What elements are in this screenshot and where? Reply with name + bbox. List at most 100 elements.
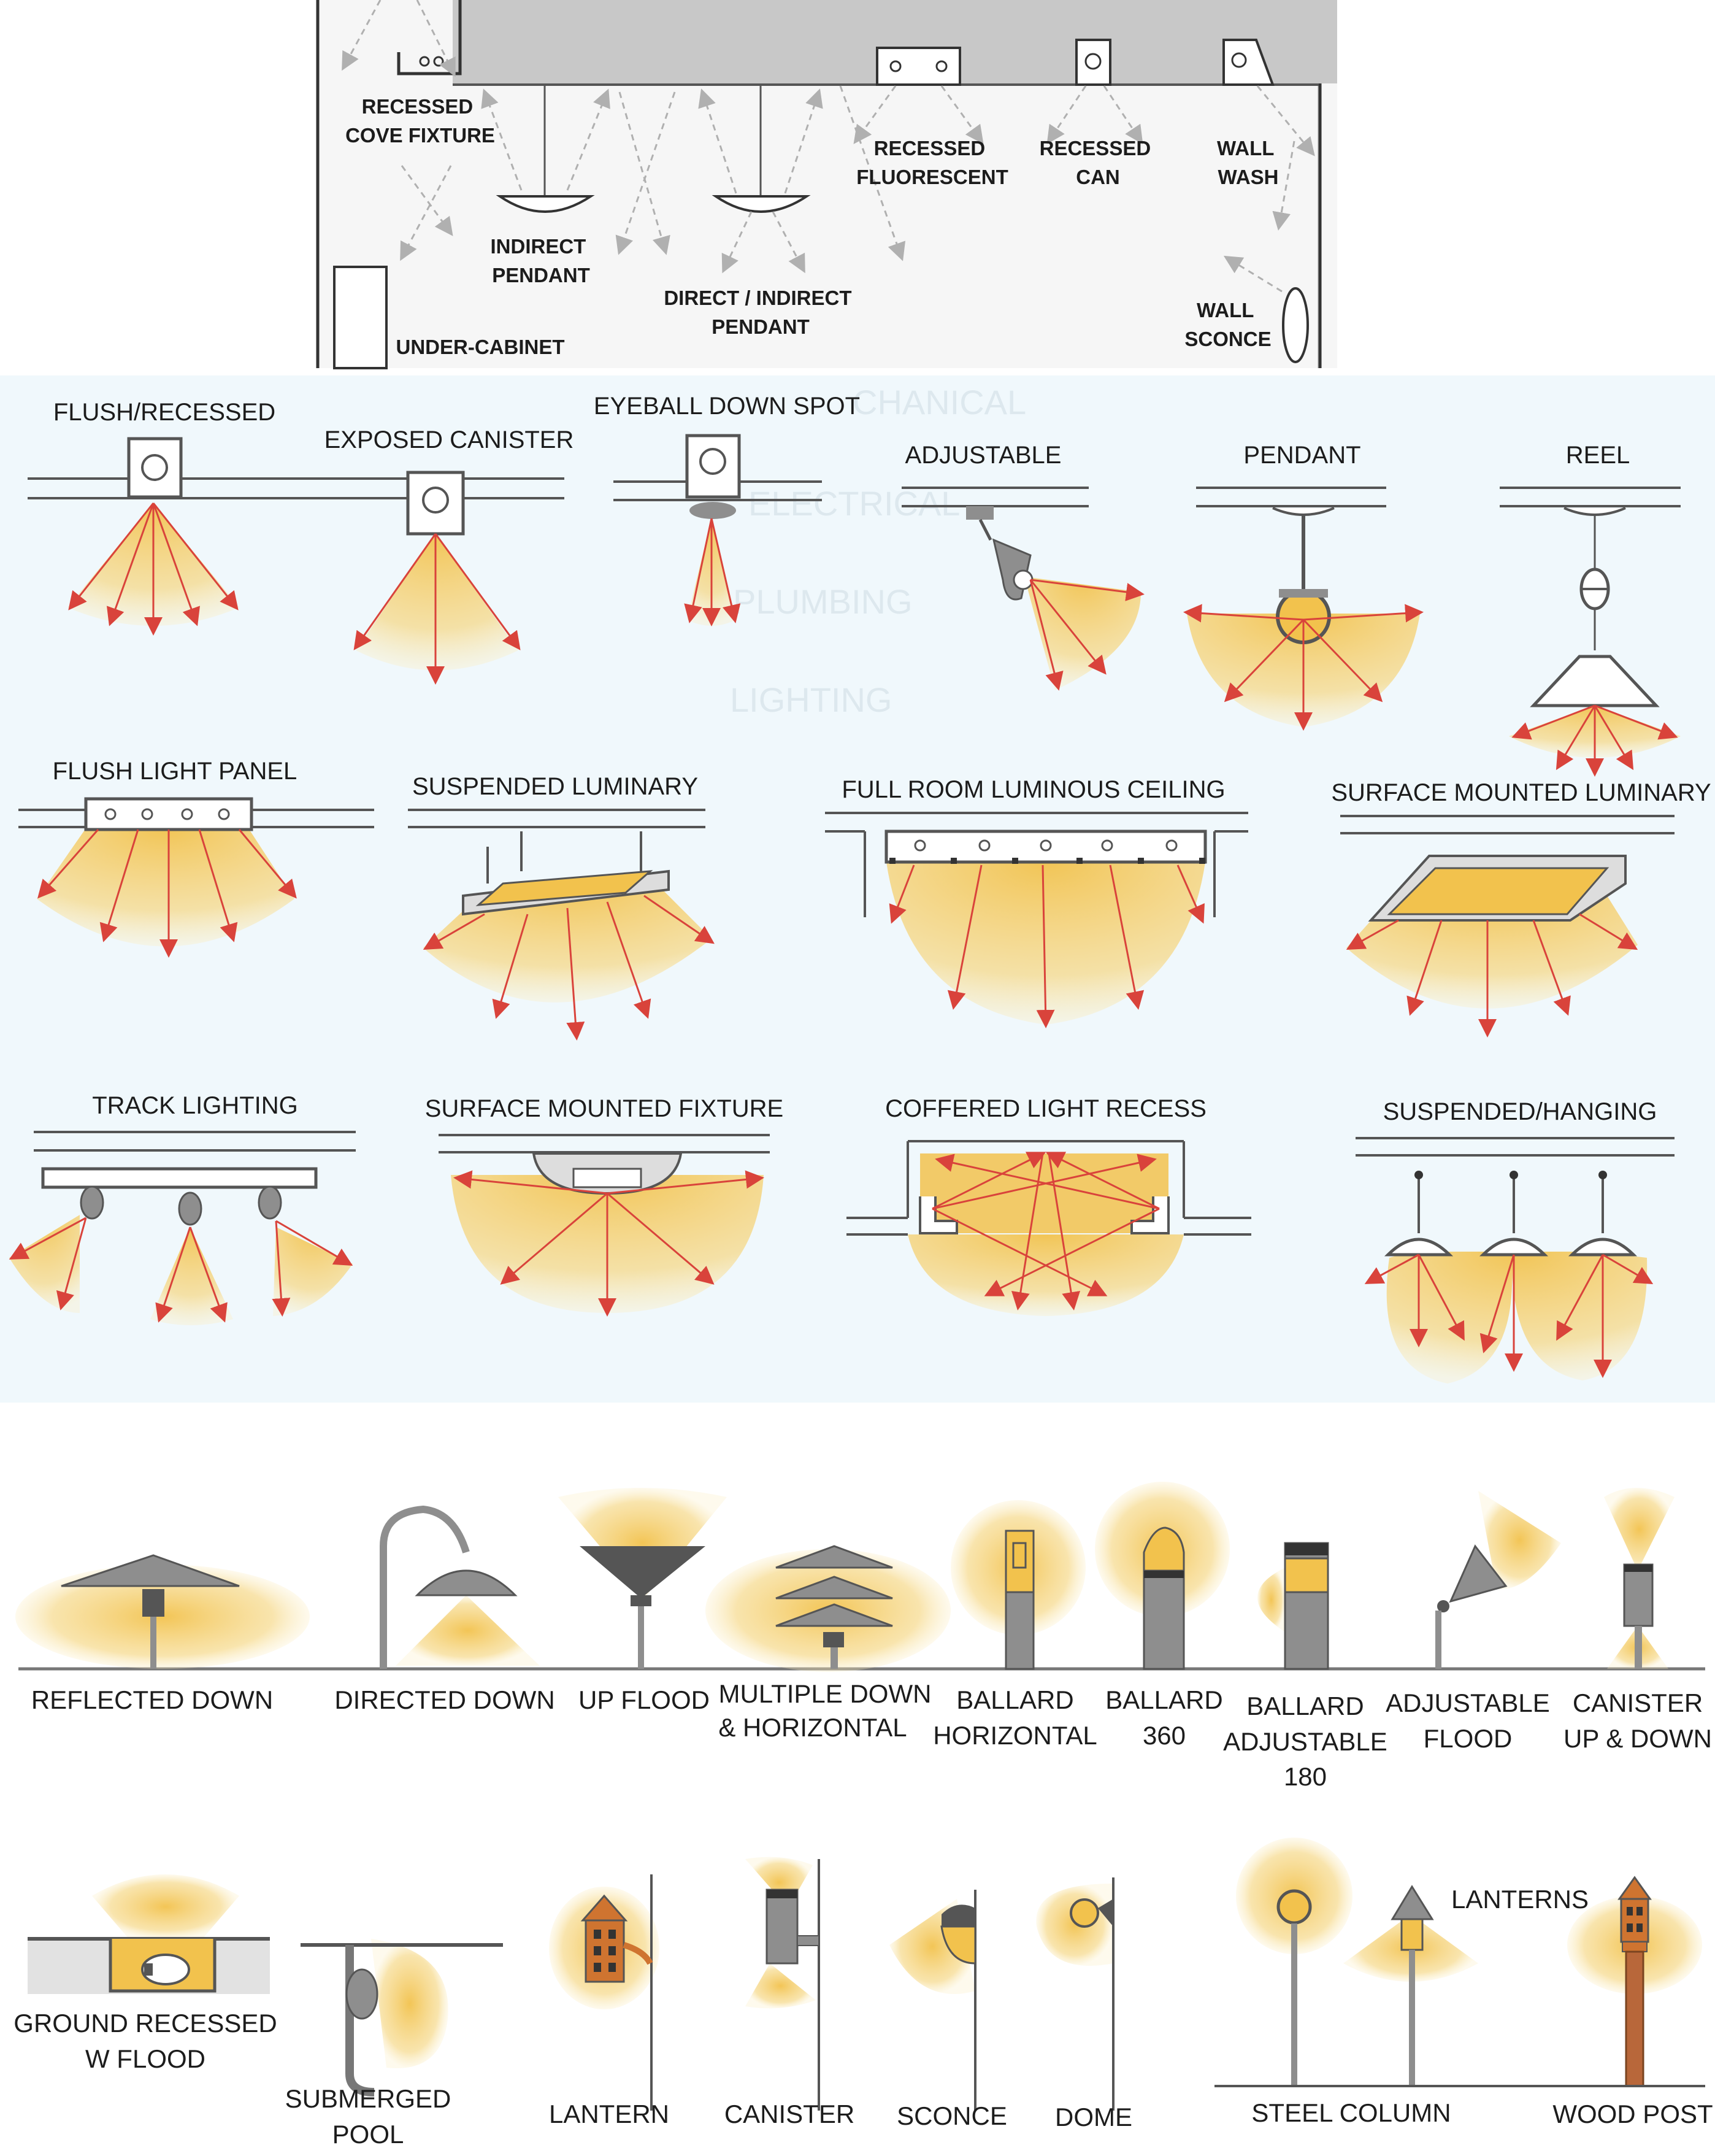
fixture-lantern-steel	[1343, 1885, 1478, 2086]
top-panel: RECESSED COVE FIXTURE INDIRECT PENDANT D…	[0, 0, 1715, 369]
track-mount	[966, 506, 994, 520]
label-track-lighting: TRACK LIGHTING	[92, 1092, 298, 1119]
label-flush-recessed: FLUSH/RECESSED	[53, 399, 275, 426]
cove-lamp-icon	[419, 56, 430, 67]
bulb-icon	[141, 1954, 190, 1985]
lantern-body	[585, 1919, 625, 1983]
label-coffered-light-recess: COFFERED LIGHT RECESS	[885, 1095, 1207, 1122]
wall-wash-fixture	[1222, 39, 1275, 86]
cove-fixture	[397, 0, 462, 75]
sconce-shade	[942, 1904, 975, 1927]
light-glow	[1257, 1568, 1285, 1632]
dome-shade	[415, 1569, 518, 1596]
label-suspended-hanging: SUSPENDED/HANGING	[1383, 1098, 1657, 1125]
lamp-icon	[1013, 569, 1034, 590]
coffer-lamp-left	[919, 1196, 958, 1234]
fixture-up-flood	[558, 1488, 727, 1669]
label-adjustable: ADJUSTABLE	[905, 442, 1062, 469]
pool-wall	[345, 1945, 375, 2096]
bottom-panel: REFLECTED DOWN DIRECTED DOWN UP FLOOD MU…	[0, 1405, 1715, 2156]
bulb-icon	[422, 487, 449, 514]
lamp-collar	[631, 1595, 651, 1606]
lamp-collar	[823, 1632, 844, 1647]
fixture-adjustable: ADJUSTABLE	[905, 442, 1145, 691]
row1-ceiling-lines	[28, 477, 1681, 507]
fixture-flush-recessed: FLUSH/RECESSED	[53, 399, 275, 636]
recessed-fluorescent-fixture	[876, 47, 961, 86]
fixture-suspended-hanging: SUSPENDED/HANGING	[1364, 1098, 1657, 1384]
direct-indirect-bowl	[712, 195, 811, 213]
fixture-reflected-down	[15, 1554, 310, 1669]
label-wood-post: WOOD POST	[1552, 2100, 1713, 2128]
fixture-multiple-down	[705, 1545, 951, 1672]
indirect-pendant-bowl	[496, 195, 595, 213]
fluorescent-tube-icon	[935, 60, 948, 72]
label-lantern: LANTERN	[549, 2100, 669, 2128]
luminous-ceiling-panel	[884, 830, 1207, 864]
up-flood-cone	[580, 1546, 705, 1598]
light-cone	[1024, 577, 1141, 690]
ballard-band	[1144, 1571, 1184, 1578]
light-cone	[356, 534, 518, 671]
globe-collar	[1279, 589, 1328, 598]
fixture-coffered-recess: COFFERED LIGHT RECESS	[885, 1095, 1207, 1316]
label-eyeball-down-spot: EYEBALL DOWN SPOT	[594, 393, 860, 420]
middle-panel: CHANICAL ELECTRICAL PLUMBING LIGHTING FL…	[0, 375, 1715, 1403]
canister-arm	[797, 1935, 819, 1946]
fixture-exposed-canister: EXPOSED CANISTER	[324, 426, 574, 685]
arched-post	[380, 1505, 470, 1669]
adjustable-arm	[978, 518, 992, 541]
bulb-icon	[699, 448, 726, 475]
label-sconce: SCONCE	[897, 2101, 1007, 2130]
reflector-hood	[61, 1554, 240, 1587]
ballard-top	[1285, 1543, 1328, 1555]
fixture-ballard-360	[1095, 1482, 1230, 1670]
label-wall-wash: WALL WASH	[1217, 137, 1280, 188]
light-glow	[558, 1488, 727, 1598]
fluorescent-tube-icon	[889, 60, 902, 72]
room-light-rays	[342, 0, 1315, 293]
light-cone	[423, 884, 712, 1003]
track-rail	[41, 1167, 318, 1189]
under-cabinet-box	[333, 266, 388, 369]
eyeball-trim	[689, 502, 736, 519]
light-cone	[1386, 1252, 1648, 1384]
fixture-wood-post	[1567, 1876, 1702, 2087]
lamp-housing	[142, 1589, 164, 1617]
light-glow	[1604, 1488, 1675, 1571]
svg-text:ELECTRICAL: ELECTRICAL	[748, 484, 960, 523]
canister-band	[767, 1890, 797, 1898]
label-reel: REEL	[1566, 442, 1630, 469]
light-cone	[37, 828, 294, 947]
light-cone	[150, 1227, 233, 1325]
light-glow	[92, 1874, 239, 1939]
fixture-lantern	[549, 1874, 659, 2111]
ballard-lens	[1005, 1530, 1035, 1593]
fixture-eyeball-down-spot: EYEBALL DOWN SPOT	[594, 393, 860, 626]
label-multiple-down-horizontal: MULTIPLE DOWN& HORIZONTAL	[718, 1679, 931, 1742]
light-glow	[745, 1857, 813, 1908]
fixture-suspended-luminary: SUSPENDED LUMINARY	[412, 773, 715, 1041]
label-flush-light-panel: FLUSH LIGHT PANEL	[53, 758, 297, 785]
label-recessed-fluorescent: RECESSED FLUORESCENT	[856, 137, 1008, 188]
surface-fixture-lens	[572, 1168, 642, 1188]
wall-wash-lamp-icon	[1231, 52, 1247, 68]
label-wall-sconce: WALL SCONCE	[1184, 299, 1271, 350]
label-direct-indirect-pendant: DIRECT / INDIRECT PENDANT	[664, 287, 857, 338]
light-cone	[273, 1227, 353, 1316]
light-cone	[886, 862, 1205, 1025]
ballard-dome	[1143, 1527, 1185, 1572]
reel-shade	[1530, 655, 1660, 707]
label-up-flood: UP FLOOD	[578, 1685, 710, 1714]
fixture-steel-column	[1236, 1838, 1352, 2086]
watermark: CHANICAL ELECTRICAL PLUMBING LIGHTING	[730, 383, 1026, 719]
coffer-lamp-right	[1130, 1196, 1170, 1234]
flood-knuckle	[1437, 1600, 1449, 1612]
